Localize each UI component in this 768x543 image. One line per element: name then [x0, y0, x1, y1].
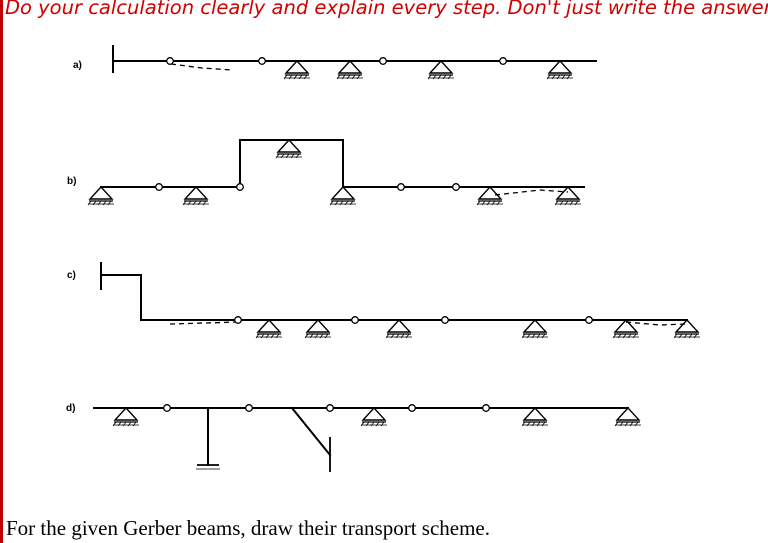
- beam-label-d: d): [66, 403, 75, 414]
- hinge-d-4: [408, 404, 416, 412]
- pinned-support-a-3: [427, 60, 455, 80]
- beam-d: d): [66, 403, 642, 472]
- beam-line-c: [100, 274, 688, 321]
- pinned-support-c-2: [304, 319, 332, 339]
- beam-c: c): [67, 262, 701, 339]
- left-border-rule: [0, 0, 3, 543]
- beam-label-c: c): [67, 270, 76, 281]
- pinned-support-c-1: [255, 319, 283, 339]
- pinned-support-d-1: [112, 407, 140, 427]
- pinned-support-d-2: [360, 407, 388, 427]
- hinge-a-3: [379, 57, 387, 65]
- instruction-text: Do your calculation clearly and explain …: [5, 0, 768, 19]
- pinned-support-b-1: [87, 186, 115, 206]
- pinned-support-d-3: [521, 407, 549, 427]
- hinge-c-1: [234, 316, 242, 324]
- pinned-support-b-5: [554, 186, 582, 206]
- beam-line-b: [100, 139, 585, 188]
- hinge-d-5: [482, 404, 490, 412]
- hinge-d-1: [163, 404, 171, 412]
- hinge-c-3: [441, 316, 449, 324]
- beam-label-a: a): [73, 60, 82, 71]
- hinge-d-2: [245, 404, 253, 412]
- hinge-a-2: [258, 57, 266, 65]
- pinned-support-d-4: [614, 407, 642, 427]
- hinge-c-2: [351, 316, 359, 324]
- hinge-b-3: [397, 183, 405, 191]
- pinned-support-b-2: [182, 186, 210, 206]
- deflection-dash-c-2: [625, 321, 688, 326]
- deflection-dash-b: [494, 189, 569, 196]
- hinge-a-1: [166, 57, 174, 65]
- pinned-support-c-3: [385, 319, 413, 339]
- hinge-c-4: [585, 316, 593, 324]
- pinned-support-b-4: [476, 186, 504, 206]
- pinned-support-a-1: [283, 60, 311, 80]
- question-text: For the given Gerber beams, draw their t…: [6, 516, 491, 540]
- deflection-dash-c-1: [169, 321, 239, 325]
- pinned-support-a-2: [336, 60, 364, 80]
- pinned-support-b-3: [329, 186, 357, 206]
- pinned-support-c-4: [521, 319, 549, 339]
- pinned-support-b-frame-top: [275, 139, 303, 159]
- hinge-b-1: [155, 183, 163, 191]
- inclined-strut-d: [290, 406, 332, 457]
- beam-a: a): [73, 45, 597, 80]
- pinned-support-a-4: [546, 60, 574, 80]
- hinge-b-4: [452, 183, 460, 191]
- deflection-dash-a: [170, 63, 233, 71]
- beam-label-b: b): [67, 176, 76, 187]
- hinge-b-2: [236, 183, 244, 191]
- beam-b: b): [67, 139, 585, 206]
- hinge-d-3: [326, 404, 334, 412]
- hinge-a-4: [499, 57, 507, 65]
- pinned-support-c-6: [673, 319, 701, 339]
